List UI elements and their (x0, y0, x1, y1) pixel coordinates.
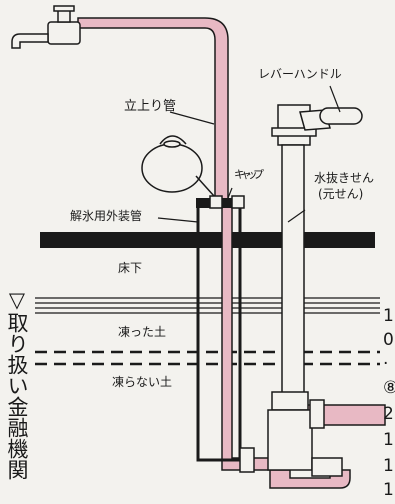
right-edge-text-7: 1 (383, 456, 394, 476)
drain-valve-label-1: 水抜きせん (314, 171, 374, 185)
unfrozen-soil-label: 凍らない土 (112, 375, 172, 389)
right-edge-text-5: 2 (383, 404, 394, 424)
right-edge-text-8: 1 (383, 480, 394, 500)
soil-hatching (35, 297, 380, 314)
faucet (11, 5, 81, 49)
drain-valve-label-2: (元せん) (318, 187, 363, 201)
thaw-casing-label: 解氷用外装管 (70, 208, 142, 223)
frozen-soil-label: 凍った土 (118, 325, 166, 339)
right-edge-text-4: ⑧ (383, 378, 395, 398)
right-edge-text-1: 1 (383, 306, 394, 326)
side-title: ▽取り扱い金融機関 (5, 288, 29, 480)
lever-handle-label: レバーハンドル (258, 67, 342, 81)
riser-pipe-label: 立上り管 (124, 99, 176, 114)
right-edge-text-3: · (383, 354, 389, 374)
lever-handle-icon (299, 107, 363, 131)
underfloor-label: 床下 (118, 261, 142, 275)
pipe-couplings (209, 195, 325, 473)
right-edge-text-6: 1 (383, 430, 394, 450)
kettle-icon (141, 135, 215, 197)
leader-lines (157, 85, 341, 223)
right-edge-text-2: 0 (383, 330, 394, 350)
floor-slab (40, 232, 375, 248)
frost-line (35, 350, 380, 366)
cap-label: キャップ (234, 168, 264, 181)
drain-valve (267, 104, 343, 477)
